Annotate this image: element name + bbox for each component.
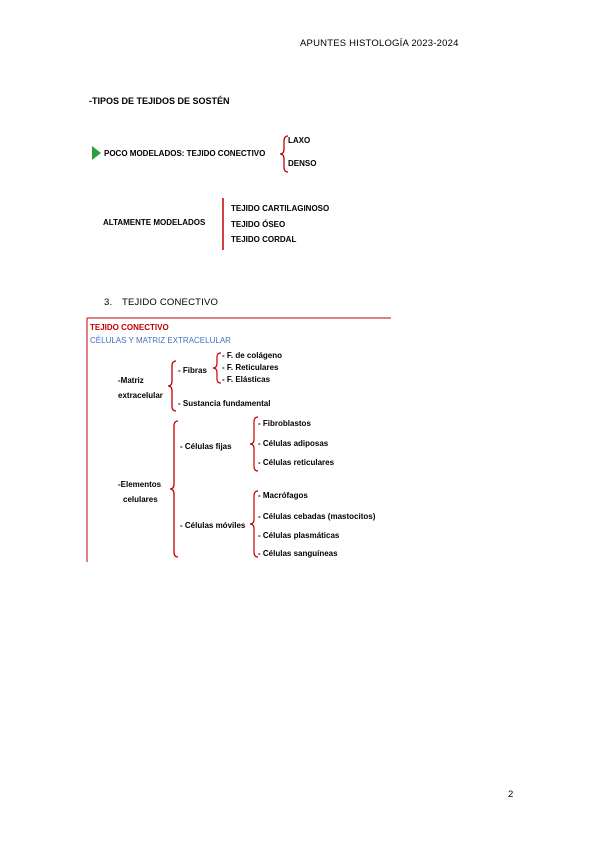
fibras-label: - Fibras — [178, 366, 207, 375]
green-arrow-icon — [92, 146, 101, 160]
elementos-label-line1: -Elementos — [118, 480, 162, 489]
sustancia-fundamental: - Sustancia fundamental — [178, 399, 271, 408]
brace-icon — [249, 490, 259, 558]
matriz-label-line2: extracelular — [118, 391, 163, 400]
brace-icon — [169, 420, 179, 558]
poco-modelados-label: POCO MODELADOS: TEJIDO CONECTIVO — [104, 149, 266, 158]
brace-icon — [212, 352, 222, 384]
alto-item-cordal: TEJIDO CORDAL — [231, 235, 297, 244]
section-heading: TEJIDO CONECTIVO — [122, 297, 219, 308]
elementos-label-line2: celulares — [123, 495, 158, 504]
brace-icon — [279, 135, 289, 173]
moviles-item-macrofagos: - Macrófagos — [258, 491, 308, 500]
fibra-item-colageno: - F. de colágeno — [222, 351, 283, 360]
altamente-modelados-label: ALTAMENTE MODELADOS — [103, 218, 206, 227]
moviles-item-plasmaticas: - Células plasmáticas — [258, 531, 340, 540]
matriz-label-line1: -Matriz — [118, 376, 144, 385]
celulas-fijas-label: - Células fijas — [180, 442, 232, 451]
fijas-item-reticulares: - Células reticulares — [258, 458, 335, 467]
alto-item-cartilaginoso: TEJIDO CARTILAGINOSO — [231, 204, 330, 213]
moviles-item-cebadas: - Células cebadas (mastocitos) — [258, 512, 376, 521]
moviles-item-sanguineas: - Células sanguíneas — [258, 549, 338, 558]
diagram-title: TEJIDO CONECTIVO — [90, 323, 169, 332]
brace-icon — [167, 360, 177, 412]
divider-line — [222, 198, 224, 250]
fijas-item-fibroblastos: - Fibroblastos — [258, 419, 311, 428]
poco-item-laxo: LAXO — [288, 136, 311, 145]
alto-item-oseo: TEJIDO ÓSEO — [231, 220, 286, 229]
celulas-moviles-label: - Células móviles — [180, 521, 246, 530]
fibra-item-reticulares: - F. Reticulares — [222, 363, 279, 372]
brace-icon — [249, 416, 259, 472]
fibra-item-elasticas: - F. Elásticas — [222, 375, 271, 384]
diagram-subtitle: CÉLULAS Y MATRIZ EXTRACELULAR — [90, 336, 231, 345]
page-header-title: APUNTES HISTOLOGÍA 2023-2024 — [300, 38, 459, 49]
diagram-frame — [86, 317, 391, 562]
fijas-item-adiposas: - Células adiposas — [258, 439, 329, 448]
section-title: -TIPOS DE TEJIDOS DE SOSTÉN — [89, 96, 230, 106]
poco-item-denso: DENSO — [288, 159, 317, 168]
page-number: 2 — [508, 789, 514, 800]
section-number: 3. — [104, 297, 113, 308]
